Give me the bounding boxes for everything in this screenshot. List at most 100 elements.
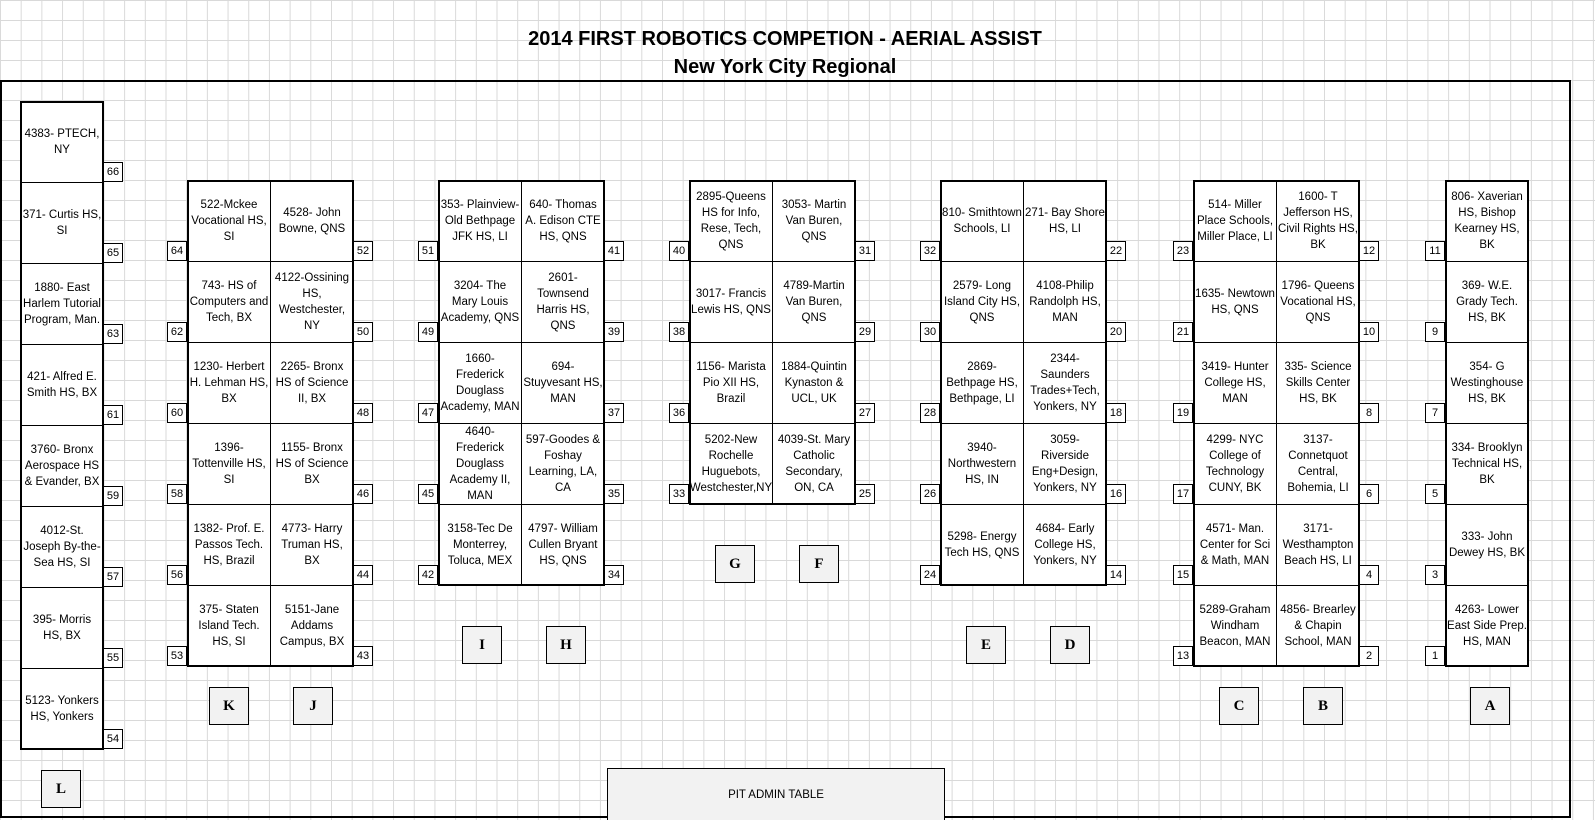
pit-number: 47 [418, 403, 438, 423]
zone-label-e: E [966, 626, 1006, 664]
pit-team-cell: 4684- Early College HS, Yonkers, NY [1023, 504, 1107, 586]
pit-number: 11 [1425, 241, 1445, 261]
pit-number: 35 [604, 484, 624, 504]
pit-number: 51 [418, 241, 438, 261]
pit-team-cell: 4108-Philip Randolph HS, MAN [1023, 261, 1107, 343]
pit-team-cell: 640- Thomas A. Edison CTE HS, QNS [521, 180, 605, 262]
pit-number: 48 [353, 403, 373, 423]
pit-team-cell: 3137- Connetquot Central, Bohemia, LI [1276, 423, 1360, 505]
pit-team-cell: 3017- Francis Lewis HS, QNS [689, 261, 773, 343]
pit-number: 56 [167, 565, 187, 585]
pit-number: 44 [353, 565, 373, 585]
pit-team-cell: 353- Plainview-Old Bethpage JFK HS, LI [438, 180, 522, 262]
pit-team-cell: 743- HS of Computers and Tech, BX [187, 261, 271, 343]
pit-team-cell: 4528- John Bowne, QNS [270, 180, 354, 262]
pit-number: 10 [1359, 322, 1379, 342]
pit-number: 57 [103, 567, 123, 587]
pit-number: 58 [167, 484, 187, 504]
pit-number: 23 [1173, 241, 1193, 261]
pit-number: 22 [1106, 241, 1126, 261]
pit-team-cell: 2895-Queens HS for Info, Rese, Tech, QNS [689, 180, 773, 262]
pit-number: 9 [1425, 322, 1445, 342]
pit-number: 59 [103, 486, 123, 506]
pit-number: 32 [920, 241, 940, 261]
pit-number: 62 [167, 322, 187, 342]
pit-team-cell: 3419- Hunter College HS, MAN [1193, 342, 1277, 424]
pit-team-cell: 3158-Tec De Monterrey, Toluca, MEX [438, 504, 522, 586]
pit-team-cell: 335- Science Skills Center HS, BK [1276, 342, 1360, 424]
pit-team-cell: 4039-St. Mary Catholic Secondary, ON, CA [772, 423, 856, 505]
pit-team-cell: 395- Morris HS, BX [20, 587, 104, 669]
pit-team-cell: 806- Xaverian HS, Bishop Kearney HS, BK [1445, 180, 1529, 262]
pit-number: 64 [167, 241, 187, 261]
pit-team-cell: 3059- Riverside Eng+Design, Yonkers, NY [1023, 423, 1107, 505]
pit-number: 13 [1173, 646, 1193, 666]
pit-number: 49 [418, 322, 438, 342]
pit-team-cell: 514- Miller Place Schools, Miller Place,… [1193, 180, 1277, 262]
zone-label-k: K [209, 687, 249, 725]
zone-label-l: L [41, 770, 81, 808]
zone-label-b: B [1303, 687, 1343, 725]
pit-team-cell: 3171- Westhampton Beach HS, LI [1276, 504, 1360, 586]
pit-team-cell: 1600- T Jefferson HS, Civil Rights HS, B… [1276, 180, 1360, 262]
pit-number: 29 [855, 322, 875, 342]
zone-label-g: G [715, 545, 755, 583]
pit-team-cell: 354- G Westinghouse HS, BK [1445, 342, 1529, 424]
pit-team-cell: 375- Staten Island Tech. HS, SI [187, 585, 271, 667]
pit-team-cell: 5289-Graham Windham Beacon, MAN [1193, 585, 1277, 667]
pit-number: 30 [920, 322, 940, 342]
pit-team-cell: 421- Alfred E. Smith HS, BX [20, 344, 104, 426]
pit-team-cell: 597-Goodes & Foshay Learning, LA, CA [521, 423, 605, 505]
pit-number: 26 [920, 484, 940, 504]
pit-team-cell: 333- John Dewey HS, BK [1445, 504, 1529, 586]
pit-number: 27 [855, 403, 875, 423]
page-title: 2014 FIRST ROBOTICS COMPETION - AERIAL A… [528, 28, 1042, 50]
pit-team-cell: 4299- NYC College of Technology CUNY, BK [1193, 423, 1277, 505]
pit-team-cell: 1880- East Harlem Tutorial Program, Man. [20, 263, 104, 345]
pit-team-cell: 4797- William Cullen Bryant HS, QNS [521, 504, 605, 586]
pit-number: 14 [1106, 565, 1126, 585]
pit-team-cell: 5202-New Rochelle Huguebots, Westchester… [689, 423, 773, 505]
pit-number: 21 [1173, 322, 1193, 342]
pit-number: 42 [418, 565, 438, 585]
zone-label-f: F [799, 545, 839, 583]
pit-team-cell: 2579- Long Island City HS, QNS [940, 261, 1024, 343]
pit-team-cell: 1884-Quintin Kynaston & UCL, UK [772, 342, 856, 424]
pit-number: 31 [855, 241, 875, 261]
pit-team-cell: 4122-Ossining HS, Westchester, NY [270, 261, 354, 343]
pit-number: 43 [353, 646, 373, 666]
pit-team-cell: 2344- Saunders Trades+Tech, Yonkers, NY [1023, 342, 1107, 424]
pit-team-cell: 1382- Prof. E. Passos Tech. HS, Brazil [187, 504, 271, 586]
pit-team-cell: 2265- Bronx HS of Science II, BX [270, 342, 354, 424]
zone-label-a: A [1470, 687, 1510, 725]
pit-number: 16 [1106, 484, 1126, 504]
pit-team-cell: 810- Smithtown Schools, LI [940, 180, 1024, 262]
pit-number: 34 [604, 565, 624, 585]
pit-number: 63 [103, 324, 123, 344]
pit-team-cell: 369- W.E. Grady Tech. HS, BK [1445, 261, 1529, 343]
zone-label-i: I [462, 626, 502, 664]
pit-team-cell: 1796- Queens Vocational HS, QNS [1276, 261, 1360, 343]
pit-team-cell: 4571- Man. Center for Sci & Math, MAN [1193, 504, 1277, 586]
pit-team-cell: 4773- Harry Truman HS, BX [270, 504, 354, 586]
pit-number: 39 [604, 322, 624, 342]
pit-team-cell: 2601- Townsend Harris HS, QNS [521, 261, 605, 343]
pit-number: 7 [1425, 403, 1445, 423]
pit-team-cell: 522-Mckee Vocational HS, SI [187, 180, 271, 262]
pit-team-cell: 1660- Frederick Douglass Academy, MAN [438, 342, 522, 424]
pit-number: 50 [353, 322, 373, 342]
pit-number: 45 [418, 484, 438, 504]
pit-team-cell: 4640- Frederick Douglass Academy II, MAN [438, 423, 522, 505]
pit-team-cell: 1635- Newtown HS, QNS [1193, 261, 1277, 343]
pit-number: 5 [1425, 484, 1445, 504]
pit-number: 19 [1173, 403, 1193, 423]
pit-number: 4 [1359, 565, 1379, 585]
pit-team-cell: 1155- Bronx HS of Science BX [270, 423, 354, 505]
page-subtitle: New York City Regional [673, 56, 897, 78]
pit-team-cell: 5298- Energy Tech HS, QNS [940, 504, 1024, 586]
pit-number: 28 [920, 403, 940, 423]
pit-team-cell: 371- Curtis HS, SI [20, 182, 104, 264]
pit-number: 15 [1173, 565, 1193, 585]
pit-team-cell: 3053- Martin Van Buren, QNS [772, 180, 856, 262]
pit-number: 8 [1359, 403, 1379, 423]
